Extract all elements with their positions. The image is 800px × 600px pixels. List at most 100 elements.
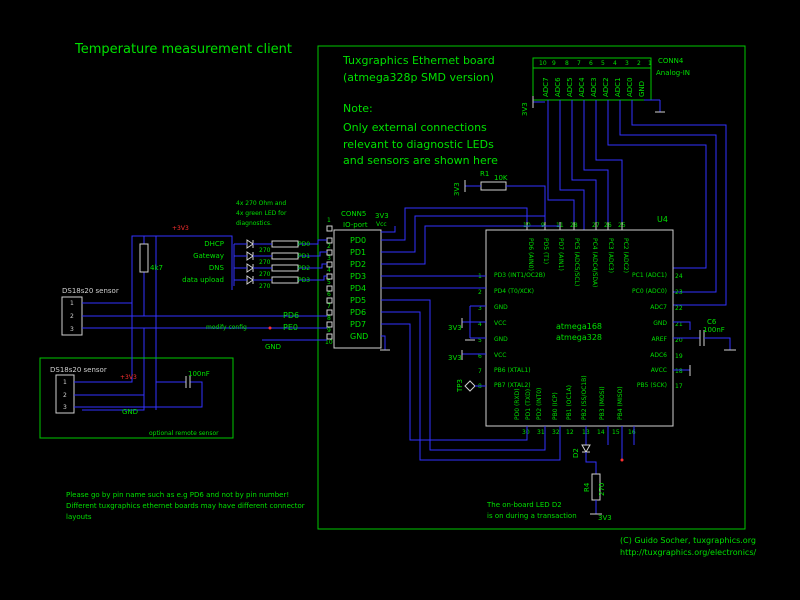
c6-value: 100nF <box>703 326 725 334</box>
conn4-num: 1 <box>648 60 652 67</box>
u4-right-num: 22 <box>675 305 683 312</box>
footnote-1: Please go by pin name such as e.g PD6 an… <box>66 491 289 499</box>
u4-bottom-num: 15 <box>612 429 620 436</box>
conn4-gnd-symbol <box>644 99 665 113</box>
conn4-num: 6 <box>589 60 593 67</box>
conn4-sub: Analog-IN <box>656 69 690 77</box>
sensor1-pin: 1 <box>70 300 74 307</box>
conn5-pin: PD4 <box>350 284 366 293</box>
conn4-pin: ADC4 <box>578 77 586 97</box>
conn5-vcc: 3V3 <box>375 212 389 220</box>
vcc-label-a: 3V3 <box>448 324 462 332</box>
conn4-pin: ADC6 <box>554 77 562 97</box>
diagnostic-leds: 4x 270 Ohm and 4x green LED for diagnost… <box>182 200 327 290</box>
u4-chip: U4 atmega168 atmega328 PD6 (AIN0) PD5 (T… <box>478 215 683 436</box>
conn5-pin: PD0 <box>350 236 366 245</box>
u4-left-pin: PB7 (XTAL2) <box>494 382 531 389</box>
led-port: PD1 <box>298 253 310 260</box>
conn4-num: 10 <box>539 60 547 67</box>
u4-left-pin: GND <box>494 304 508 311</box>
board-name: Tuxgraphics Ethernet board <box>342 54 495 67</box>
conn5-pin: PD6 <box>350 308 366 317</box>
sensor2-name: DS18s20 sensor <box>50 366 107 374</box>
conn4-num: 4 <box>613 60 617 67</box>
conn5-name: CONN5 <box>341 210 366 218</box>
u4-top-pin: PD7 (AIN1) <box>557 238 564 271</box>
u4-bottom-pin: PB0 (ICP) <box>552 392 559 420</box>
led-resistor: 270 <box>259 271 271 278</box>
led-port: PD0 <box>298 241 310 248</box>
u4-right-pin: PC0 (ADC0) <box>632 288 667 295</box>
sensor1-gnd: GND <box>265 343 281 351</box>
conn4-wires <box>547 100 727 306</box>
sensor1-resistor <box>139 243 149 273</box>
conn4-pin: ADC0 <box>626 77 634 97</box>
u4-top-num: 25 <box>618 222 626 229</box>
conn5-num: 8 <box>327 315 331 322</box>
u4-right-pin: PB5 (SCK) <box>637 382 667 389</box>
u4-bottom-num: 32 <box>552 429 560 436</box>
led-note-1: 4x 270 Ohm and <box>236 200 286 207</box>
sensor1-supply: +3V3 <box>172 225 189 232</box>
sensor2-block: DS18s20 sensor 1 2 3 +3V3 100nF GND opti… <box>39 303 234 439</box>
u4-left-num: 2 <box>478 289 482 296</box>
led-label-gateway: Gateway <box>193 252 224 260</box>
conn4-num: 7 <box>577 60 581 67</box>
r4-value: 270 <box>598 483 606 496</box>
conn5-num: 9 <box>327 327 331 334</box>
u4-right-pin: ADC7 <box>650 304 667 311</box>
u4-right-num: 19 <box>675 353 683 360</box>
note-title: Note: <box>343 102 373 115</box>
u4-right-pin: PC1 (ADC1) <box>632 272 667 279</box>
r1-ref: R1 <box>480 170 489 178</box>
note-line-3: and sensors are shown here <box>343 154 498 167</box>
sensor2-caption: optional remote sensor <box>149 430 219 437</box>
u4-right-pin: AREF <box>651 336 667 343</box>
conn5-num: 2 <box>327 243 331 250</box>
u4-top-num: 28 <box>570 222 578 229</box>
conn5-pin: GND <box>350 332 368 341</box>
conn4-connector: CONN4 Analog-IN 10 9 8 7 6 5 4 3 2 1 ADC… <box>532 57 690 101</box>
u4-top-num: 26 <box>604 222 612 229</box>
tp3-label: TP3 <box>456 379 464 393</box>
u4-top-pin: PD6 (AIN0) <box>527 238 534 271</box>
sensor1-resistor-label: 4k7 <box>150 264 163 272</box>
conn5-pin: PD3 <box>350 272 366 281</box>
vcc-label-b: 3V3 <box>448 354 462 362</box>
u4-top-pin: PD5 (T1) <box>542 238 549 264</box>
conn5-num: 4 <box>327 267 331 274</box>
led-resistor: 270 <box>259 259 271 266</box>
u4-left-num: 5 <box>478 337 482 344</box>
conn4-pin: ADC1 <box>614 77 622 97</box>
conn4-pin: ADC2 <box>602 77 610 97</box>
credits-2: http://tuxgraphics.org/electronics/ <box>620 548 756 557</box>
conn4-num: 5 <box>601 60 605 67</box>
sensor2-supply: +3V3 <box>120 374 137 381</box>
u4-left-pin: PD4 (T0/XCK) <box>494 288 534 295</box>
r1-supply: 3V3 <box>453 182 461 196</box>
r1-resistor: R1 10K 3V3 <box>453 170 546 230</box>
r4-ref: R4 <box>583 482 591 492</box>
u4-right-num: 23 <box>675 289 683 296</box>
u4-left-num: 3 <box>478 305 482 312</box>
sensor1-pd6: PD6 <box>283 311 299 320</box>
sensor2-cap: 100nF <box>188 370 210 378</box>
note-line-1: Only external connections <box>343 121 487 134</box>
conn4-name: CONN4 <box>658 57 684 65</box>
d2-ref: D2 <box>572 448 580 458</box>
u4-bottom-pin: PD2 (INT0) <box>536 388 543 420</box>
conn5-pin: PD5 <box>350 296 366 305</box>
u4-right-gnd <box>673 321 691 376</box>
u4-right-num: 21 <box>675 321 683 328</box>
u4-right-num: 18 <box>675 368 683 375</box>
conn5-num: 6 <box>327 291 331 298</box>
conn4-pin: ADC7 <box>542 77 550 97</box>
conn5-pin: PD1 <box>350 248 366 257</box>
board-version: (atmega328p SMD version) <box>343 71 494 84</box>
conn5-connector: CONN5 IO-port 3V3 Vcc 1 2 3 4 5 6 7 8 9 … <box>325 210 389 349</box>
footnote-3: layouts <box>66 513 92 521</box>
c6-capacitor: C6 100nF <box>673 318 736 351</box>
sensor1-pin: 2 <box>70 313 74 320</box>
u4-right-num: 24 <box>675 273 683 280</box>
